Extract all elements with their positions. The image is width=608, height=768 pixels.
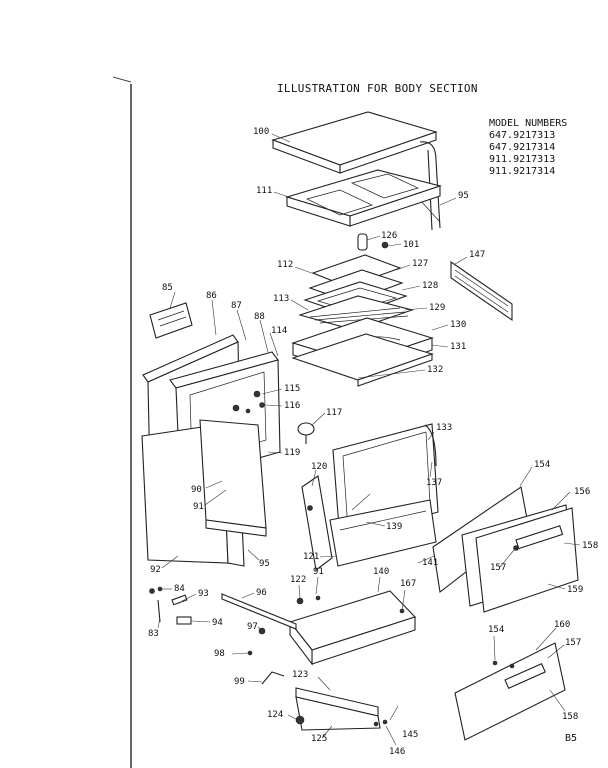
model-number: 647.9217314 <box>489 142 556 153</box>
part-label: 146 <box>389 747 405 757</box>
part-label: 95 <box>458 191 469 201</box>
part-label: 97 <box>247 622 258 632</box>
part-label-plate <box>149 302 193 339</box>
part-label: 158 <box>562 712 578 722</box>
part-label: 140 <box>373 567 389 577</box>
part-door-liner <box>301 475 437 571</box>
part-label: 114 <box>271 326 287 336</box>
part-label: 101 <box>403 240 419 250</box>
part-label: 137 <box>426 478 442 488</box>
part-label: 95 <box>259 559 270 569</box>
part-label: 131 <box>450 342 466 352</box>
part-label: 128 <box>422 281 438 291</box>
part-label: 125 <box>311 734 327 744</box>
part-label: 147 <box>469 250 485 260</box>
part-label: 129 <box>429 303 445 313</box>
part-label: 93 <box>198 589 209 599</box>
part-label: 123 <box>292 670 308 680</box>
part-label: 167 <box>400 579 416 589</box>
part-label: 132 <box>427 365 443 375</box>
part-label: 157 <box>565 638 581 648</box>
part-label: 116 <box>284 401 300 411</box>
part-label: 121 <box>303 552 319 562</box>
part-label: 120 <box>311 462 327 472</box>
part-label: 88 <box>254 312 265 322</box>
part-label: 99 <box>234 677 245 687</box>
part-label: 115 <box>284 384 300 394</box>
part-side-panel-right <box>199 419 267 537</box>
part-label: 122 <box>290 575 306 585</box>
part-label: 119 <box>284 448 300 458</box>
leader-lines <box>157 133 581 746</box>
part-label: 85 <box>162 283 173 293</box>
part-lower-panel <box>454 642 566 741</box>
part-label: 84 <box>174 584 185 594</box>
part-label: 154 <box>488 625 504 635</box>
part-label: 158 <box>582 541 598 551</box>
part-label: 86 <box>206 291 217 301</box>
part-label: 154 <box>534 460 550 470</box>
part-label: 156 <box>574 487 590 497</box>
part-oven-rack-panels <box>298 254 414 331</box>
part-label: 90 <box>191 485 202 495</box>
part-valves <box>253 390 315 444</box>
part-label: 94 <box>212 618 223 628</box>
part-label: 91 <box>193 502 204 512</box>
part-label: 133 <box>436 423 452 433</box>
part-label: 127 <box>412 259 428 269</box>
part-label: 124 <box>267 710 283 720</box>
part-number-labels: 100 95 111 126 101 147 112 127 128 85 86… <box>148 127 598 757</box>
part-label: 96 <box>256 588 267 598</box>
part-label: 157 <box>490 563 506 573</box>
model-number: 647.9217313 <box>489 130 556 141</box>
part-label: 100 <box>253 127 269 137</box>
diagram-title: ILLUSTRATION FOR BODY SECTION <box>277 82 478 95</box>
part-label: 111 <box>256 186 272 196</box>
part-label: 87 <box>231 301 242 311</box>
part-label: 159 <box>567 585 583 595</box>
part-label: 113 <box>273 294 289 304</box>
corner-mark <box>112 76 132 83</box>
part-label: 117 <box>326 408 342 418</box>
part-label: 98 <box>214 649 225 659</box>
part-burner-box <box>285 169 442 227</box>
part-label: 141 <box>422 558 438 568</box>
part-drawer-rail <box>221 593 297 630</box>
part-storage-drawer <box>289 590 417 666</box>
part-back-guard <box>450 260 513 322</box>
part-label: 139 <box>386 522 402 532</box>
part-hardware <box>149 586 266 656</box>
model-numbers-block: MODEL NUMBERS 647.9217313 647.9217314 91… <box>489 118 567 178</box>
part-label: 145 <box>402 730 418 740</box>
part-label: 126 <box>381 231 397 241</box>
part-label: 160 <box>554 620 570 630</box>
part-label: 92 <box>150 565 161 575</box>
page-reference: B5 <box>565 733 578 744</box>
part-label: 130 <box>450 320 466 330</box>
part-cooktop-top <box>271 111 441 231</box>
part-outer-door <box>432 486 579 613</box>
part-bracket <box>261 671 285 685</box>
model-number: 911.9217313 <box>489 154 556 165</box>
part-broiler-pan <box>291 317 434 387</box>
part-label: 91 <box>313 567 324 577</box>
model-number: 911.9217314 <box>489 166 556 177</box>
part-label: 83 <box>148 629 159 639</box>
part-kick-panel <box>295 687 388 731</box>
part-label: 112 <box>277 260 293 270</box>
model-numbers-header: MODEL NUMBERS <box>489 118 568 129</box>
